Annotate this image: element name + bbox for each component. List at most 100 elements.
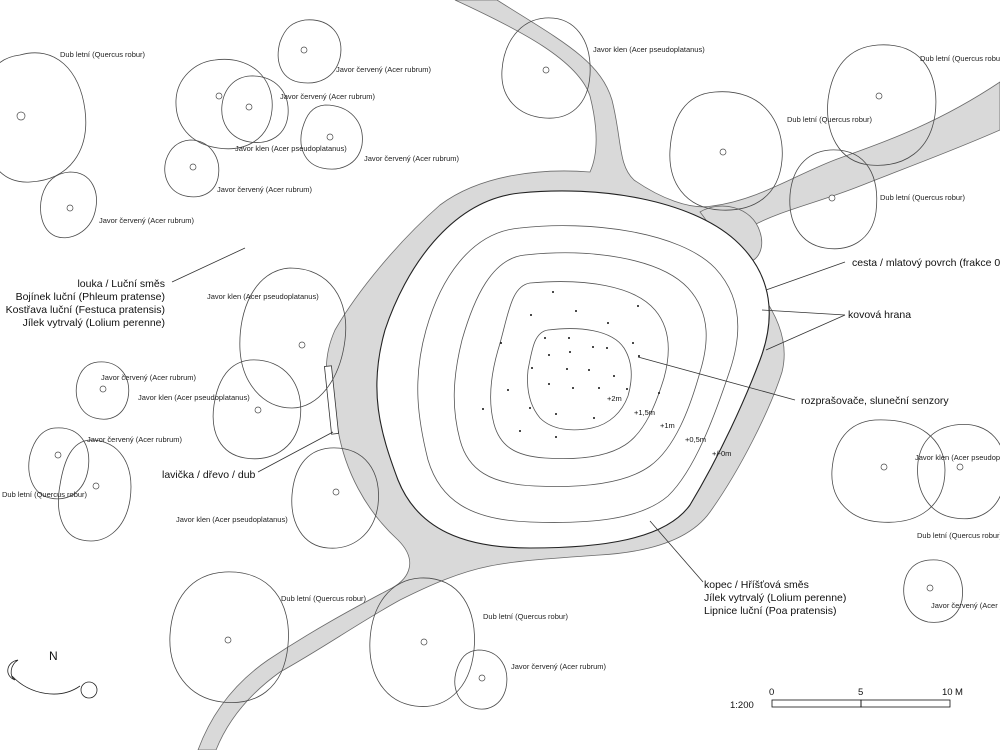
tree-trunk [300,46,308,54]
tree-canopy [789,149,878,250]
tree-label: Javor klen (Acer pseudoplatanus) [593,45,705,54]
tree-canopy [827,44,937,166]
tree-trunk [215,92,223,100]
tree-trunk [926,584,934,592]
tree-label: Javor červený (Acer rubrum) [280,92,376,101]
tree-trunk [92,482,100,490]
tree-label: Javor červený (Acer rubrum) [99,216,195,225]
tree-label: Javor klen (Acer pseudoplatanus) [915,453,1000,462]
bench [324,365,339,435]
sprinkler-dots [482,291,660,438]
tree-canopy [831,419,946,523]
moon-icon [7,659,19,681]
tree-canopy [164,139,220,198]
scale-unit: M [955,687,963,698]
scale-tick: 5 [858,687,863,698]
meadow-species: Bojínek luční (Phleum pratense) [16,291,165,303]
tree-trunk [245,103,253,111]
contour-0-5 [417,225,739,523]
tree-canopy [221,75,289,143]
tree-label: Javor červený (Acer rubrum) [217,185,313,194]
tree-canopy [28,427,90,500]
tree-label: Javor klen (Acer pseudoplatanus) [207,292,319,301]
tree-label: Javor červený (Acer rubrum) [87,435,183,444]
tree-label: Dub letní (Quercus robur) [281,594,367,603]
tree-label: Dub letní (Quercus robur) [60,50,146,59]
tree-canopy [75,361,130,420]
annotations: louka / Luční směs Bojínek luční (Phleum… [6,257,1000,617]
tree-label: Dub letní (Quercus robur) [787,115,873,124]
tree-label: Javor červený (Acer rubrum) [511,662,607,671]
tree-trunk [875,92,883,100]
tree-trunk [99,385,107,393]
contour-label: +1m [660,421,675,430]
contour-2 [527,328,632,431]
tree-trunk [54,451,62,459]
tree-label: Dub letní (Quercus robur) [880,193,966,202]
metal-edge-hill [376,190,770,549]
tree-label: Dub letní (Quercus robur) [483,612,569,621]
hill-label: kopec / Hříšťová směs [704,579,809,591]
tree-label: Javor klen (Acer pseudoplatanus) [176,515,288,524]
contour-label: +2m [607,394,622,403]
tree-label: Dub letní (Quercus robur) [2,490,88,499]
leader-lines [171,247,846,583]
tree-trunk [298,341,306,349]
scale-ratio: 1:200 [730,700,754,711]
tree-canopy [917,423,1000,520]
scale-bar-segment [860,699,951,708]
tree-canopy [169,571,289,703]
hill-species: Jílek vytrvalý (Lolium perenne) [704,592,846,604]
tree-trunk [224,636,232,644]
contour-1-5 [490,281,669,460]
tree-trunk [326,133,334,141]
contour-lines [417,225,739,523]
bench-label: lavička / dřevo / dub [162,469,256,481]
tree-canopy [58,439,132,542]
tree-trunk [254,406,262,414]
tree-canopy [669,91,783,211]
tree-label: Javor červený (Acer rubrum) [101,373,197,382]
tree-trunk [956,463,964,471]
tree-canopy [501,17,591,119]
meadow-species: Jílek vytrvalý (Lolium perenne) [23,317,165,329]
contour-label: +/-0m [712,449,731,458]
north-label: N [49,649,58,663]
scale-bar: 1:200 0 5 10 M [730,687,963,711]
path-label: cesta / mlatový povrch (frakce 0- [852,257,1000,269]
tree-canopy [277,19,342,84]
tree-label: Javor červený (Acer rubrum) [336,65,432,74]
sun-path-icon [11,675,81,695]
tree-canopy [0,52,87,183]
tree-label: Dub letní (Quercus robur) [920,54,1000,63]
tree-label: Javor klen (Acer pseudoplatanus) [235,144,347,153]
scale-tick: 0 [769,687,774,698]
sun-icon [80,681,98,699]
contour-label: +1,5m [634,408,655,417]
meadow-species: Kostřava luční (Festuca pratensis) [6,304,165,316]
tree-label: Dub letní (Quercus robur) [917,531,1000,540]
tree-trunk [542,66,550,74]
tree-canopy [903,559,963,623]
meadow-label: louka / Luční směs [77,278,165,290]
tree-canopy [212,359,302,460]
contour-1 [453,252,707,487]
tree-canopy [369,577,475,707]
tree-label: Javor červený (Acer rubrum) [931,601,1000,610]
tree-trunk [420,638,428,646]
tree-trunk [880,463,888,471]
scale-bar-segment [771,699,862,708]
tree-trunk [478,674,486,682]
scale-tick: 10 [942,687,953,698]
tree-crowns [0,17,1000,710]
tree-canopy [175,58,273,150]
tree-label: Javor klen (Acer pseudoplatanus) [138,393,250,402]
tree-labels: Dub letní (Quercus robur) Javor červený … [2,45,1000,671]
tree-canopy [40,171,97,238]
tree-label: Javor červený (Acer rubrum) [364,154,460,163]
tree-trunk [828,194,836,202]
tree-canopy [239,267,347,409]
tree-canopy [300,104,363,170]
tree-trunk [332,488,340,496]
